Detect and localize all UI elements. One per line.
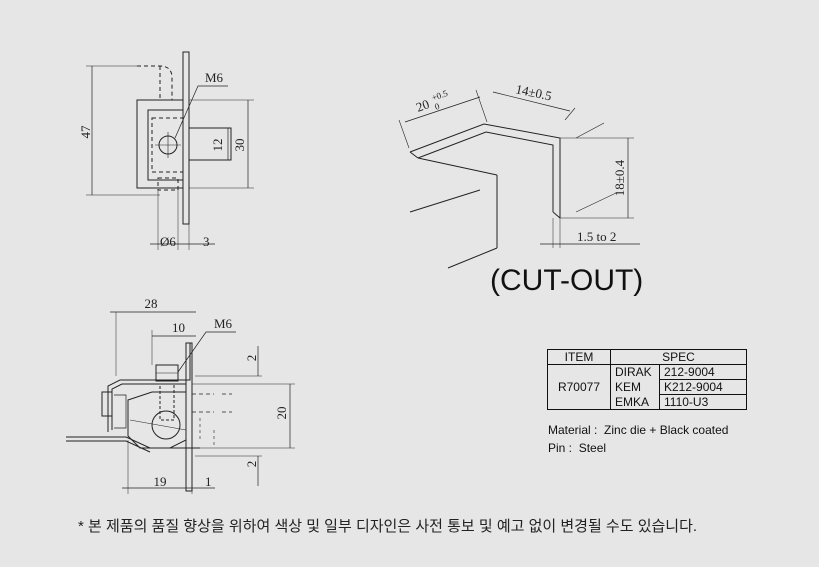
spec-code: K212-9004	[659, 379, 747, 395]
spec-brand: DIRAK	[610, 364, 660, 380]
material-label: Material	[548, 423, 591, 437]
cutout-dim-a-tol-lower: 0	[433, 101, 441, 112]
cutout-dim-a: 20	[414, 96, 431, 115]
cutout-dim-b: 14±0.5	[514, 81, 553, 103]
section-width-dim: 28	[145, 296, 158, 311]
side-pin-dim: Ø6	[160, 234, 176, 249]
spec-brand: KEM	[610, 379, 660, 395]
side-height-dim: 47	[78, 125, 93, 139]
section-height-dim: 20	[274, 407, 289, 420]
disclaimer-note: * 본 제품의 품질 향상을 위하여 색상 및 일부 디자인은 사전 통보 및 …	[78, 518, 698, 535]
spec-code: 1110-U3	[659, 394, 747, 410]
spec-table: ITEM SPEC R70077 DIRAK 212-9004 KEM K212…	[547, 349, 747, 410]
section-offset-dim: 10	[172, 320, 185, 335]
spec-item-code: R70077	[547, 364, 611, 410]
side-thickness-dim: 3	[203, 234, 210, 249]
section-view	[66, 311, 295, 494]
material-line: Material : Zinc die + Black coated	[548, 423, 729, 437]
material-value: Zinc die + Black coated	[604, 423, 729, 437]
spec-header-row: ITEM SPEC	[547, 349, 747, 365]
spec-header-item: ITEM	[547, 349, 611, 365]
spec-header-spec: SPEC	[610, 349, 747, 365]
cutout-title: (CUT-OUT)	[490, 264, 643, 297]
spec-row: R70077 DIRAK 212-9004	[547, 364, 747, 410]
cutout-view	[398, 89, 640, 269]
cutout-dim-c: 18±0.4	[612, 159, 627, 196]
side-thread-label: M6	[205, 70, 224, 85]
section-top-gap-dim: 2	[244, 355, 259, 362]
cutout-dim-d: 1.5 to 2	[577, 229, 616, 244]
pin-value: Steel	[578, 441, 607, 455]
section-left-dim: 19	[154, 474, 167, 489]
spec-brand: EMKA	[610, 394, 660, 410]
spec-row: KEM K212-9004	[548, 379, 747, 395]
side-view	[86, 51, 254, 250]
pin-line: Pin : Steel	[548, 441, 607, 455]
section-bottom-gap-dim: 2	[244, 461, 259, 468]
side-outer-dim: 30	[232, 139, 247, 152]
spec-row: EMKA 1110-U3	[548, 394, 747, 410]
cutout-dim-a-tol-upper: +0.5	[430, 88, 449, 103]
section-right-dim: 1	[205, 474, 212, 489]
section-thread-label: M6	[214, 316, 233, 331]
material-info: Material : Zinc die + Black coated Pin :…	[548, 421, 728, 457]
side-inner-dim: 12	[210, 139, 225, 152]
pin-label: Pin	[548, 441, 566, 455]
spec-code: 212-9004	[659, 364, 747, 380]
